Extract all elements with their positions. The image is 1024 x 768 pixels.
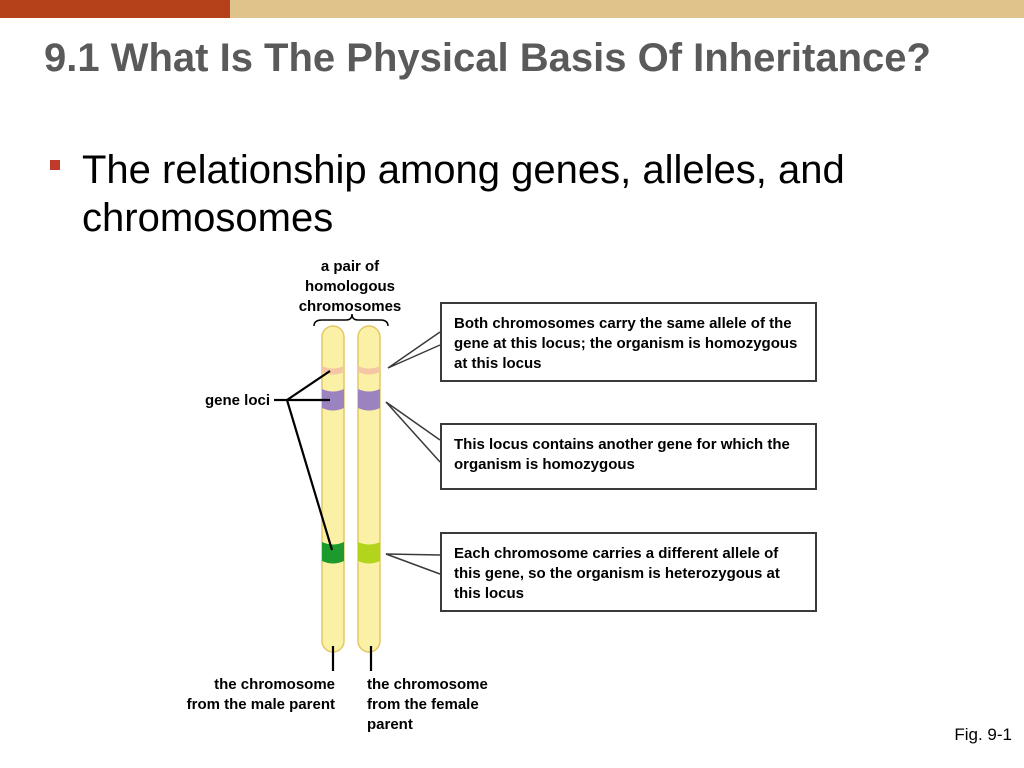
- female-locus-purple: [358, 389, 380, 411]
- callout-different-allele: Each chromosome carries a different alle…: [440, 532, 817, 612]
- female-locus-pink: [358, 366, 380, 375]
- top-bar: [230, 0, 1024, 18]
- female-chromosome-label: the chromosome from the female parent: [367, 676, 488, 733]
- male-chromosome-label: the chromosome from the male parent: [186, 676, 335, 713]
- male-locus-green: [322, 542, 344, 564]
- figure-reference: Fig. 9-1: [954, 725, 1012, 744]
- parent-ticks: [331, 646, 373, 671]
- pair-label: a pair of homologous chromosomes: [298, 258, 402, 315]
- bullet-text: The relationship among genes, alleles, a…: [82, 148, 845, 240]
- gene-loci-pointers: [274, 370, 334, 551]
- pair-brace: [313, 313, 389, 327]
- male-locus-purple: [322, 389, 344, 411]
- callout-same-allele: Both chromosomes carry the same allele o…: [440, 302, 817, 382]
- callout-another-gene: This locus contains another gene for whi…: [440, 423, 817, 490]
- female-locus-light-green: [358, 542, 380, 564]
- bullet-square-icon: [50, 160, 60, 170]
- slide-title: 9.1 What Is The Physical Basis Of Inheri…: [44, 36, 931, 80]
- accent-bar: [0, 0, 230, 18]
- gene-loci-label: gene loci: [204, 392, 270, 409]
- female-chromosome: [357, 325, 381, 653]
- callout-connectors: [385, 331, 441, 575]
